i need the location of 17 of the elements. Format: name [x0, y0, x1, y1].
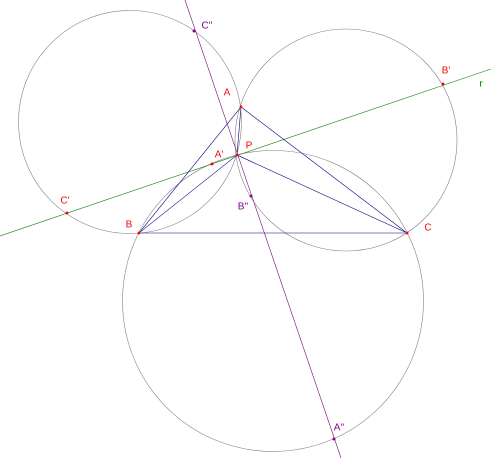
point-label: C'' [202, 21, 212, 29]
point-label: A' [214, 150, 223, 158]
line-name: r [480, 81, 482, 87]
segment [242, 108, 406, 232]
point-label: A'' [334, 424, 344, 430]
segment [140, 108, 240, 232]
segment [238, 155, 406, 233]
segment [236, 108, 242, 154]
point-label: B'' [238, 202, 248, 210]
point-label: C' [60, 196, 70, 204]
point-label: C [424, 223, 432, 231]
point-label: P [246, 142, 252, 148]
segment [140, 156, 236, 232]
point-label: B [126, 220, 132, 228]
point-label: A [224, 88, 230, 96]
point-label: B' [442, 66, 450, 74]
segment [140, 232, 406, 234]
